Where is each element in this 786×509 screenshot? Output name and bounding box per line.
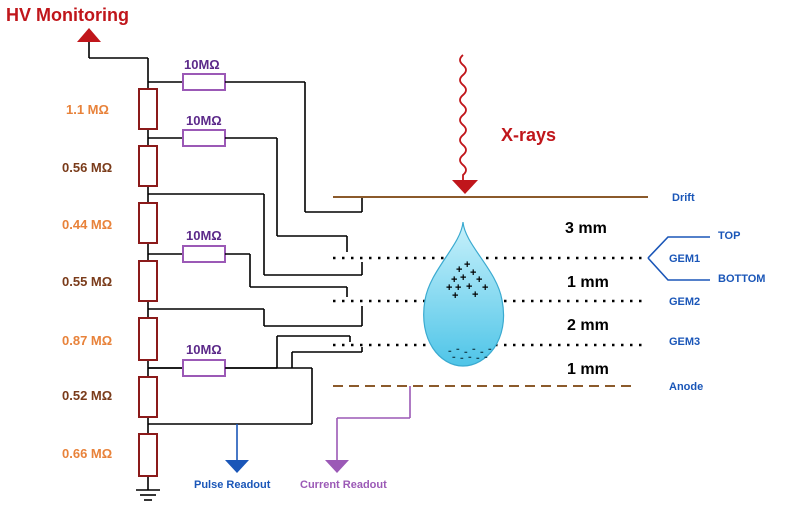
resistor-r2 [138,145,158,187]
svg-text:-: - [472,343,476,355]
svg-text:+: + [470,267,476,279]
series-resistor-label: 10MΩ [186,113,222,128]
anode-label: Anode [669,381,703,393]
series-branch-gem2-top [148,245,348,297]
series-resistor-label: 10MΩ [186,342,222,357]
svg-text:-: - [448,345,452,357]
gap-label: 3 mm [565,220,607,237]
ion-charges: +++ +++ +++ +++ [446,259,488,302]
pulse-readout-label: Pulse Readout [194,479,271,491]
svg-text:-: - [488,343,492,355]
current-readout-arrow-icon [325,460,349,473]
svg-text:+: + [451,274,457,286]
svg-text:-: - [484,351,488,363]
resistor-label: 0.87 MΩ [62,333,112,348]
gem1-bracket [647,236,710,281]
series-resistor-label: 10MΩ [184,57,220,72]
current-readout-wire [336,386,411,460]
svg-text:+: + [452,290,458,302]
resistor-r5 [138,317,158,361]
drift-label: Drift [672,192,695,204]
divider-resistors [138,88,158,477]
resistor-label: 0.66 MΩ [62,446,112,461]
svg-text:+: + [472,289,478,301]
hv-monitoring-arrow [77,28,148,59]
svg-text:+: + [466,281,472,293]
resistor-r1 [138,88,158,130]
svg-text:-: - [452,351,456,363]
svg-text:+: + [455,282,461,294]
current-readout-label: Current Readout [300,479,387,491]
branch-gem1-bottom [148,193,363,276]
svg-text:+: + [482,282,488,294]
pulse-readout-arrow-icon [225,460,249,473]
svg-text:+: + [456,264,462,276]
svg-text:-: - [460,352,464,364]
gem2-label: GEM2 [669,296,700,308]
svg-text:+: + [446,282,452,294]
series-branch-gem3-bottom [148,347,363,377]
top-label: TOP [718,230,740,242]
bottom-label: BOTTOM [718,273,765,285]
svg-text:+: + [464,259,470,271]
ground-icon [136,489,160,501]
resistor-r3 [138,202,158,244]
resistor-label: 0.56 MΩ [62,160,112,175]
electron-charges: --- --- --- -- [448,343,492,364]
series-branch-gem1-top [148,129,348,252]
gap-label: 1 mm [567,274,609,291]
resistor-r4 [138,260,158,302]
gap-label: 1 mm [567,361,609,378]
resistor-label: 0.55 MΩ [62,274,112,289]
xray-wave [459,54,467,183]
gem3-label: GEM3 [669,336,700,348]
series-branch-drift [148,73,363,213]
resistor-r6 [138,376,158,418]
readout-bus [148,367,313,460]
branch-gem2-bottom [148,306,363,327]
resistor-label: 0.52 MΩ [62,388,112,403]
svg-text:-: - [464,346,468,358]
svg-text:+: + [476,274,482,286]
charge-droplet [423,221,505,367]
svg-text:+: + [460,272,466,284]
resistor-label: 0.44 MΩ [62,217,112,232]
resistor-label: 1.1 MΩ [66,102,109,117]
title: HV Monitoring [6,5,129,25]
gap-label: 2 mm [567,317,609,334]
svg-text:-: - [476,352,480,364]
xray-label: X-rays [501,125,556,145]
resistor-r7 [138,433,158,477]
svg-text:-: - [456,343,460,355]
svg-text:-: - [480,346,484,358]
svg-text:-: - [468,351,472,363]
gem1-label: GEM1 [669,253,700,265]
series-resistor-label: 10MΩ [186,228,222,243]
xray-arrow-icon [452,180,478,194]
